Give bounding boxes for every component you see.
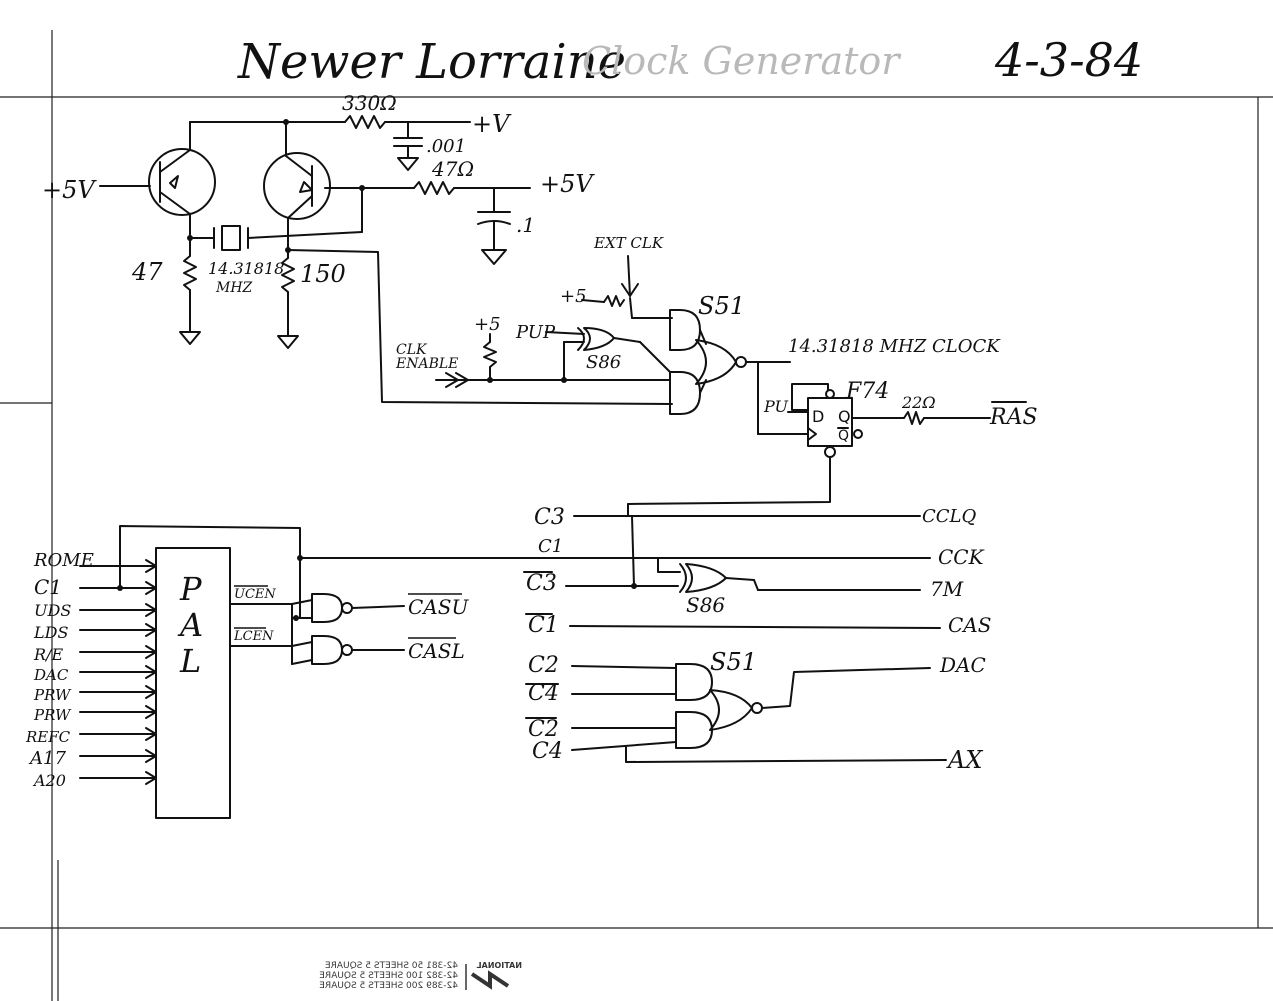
- gating-section: EXT CLK +5 S51 +5 CLK ENABLE PUP: [395, 234, 1001, 415]
- label-pup: PUP: [515, 322, 556, 343]
- label-cck: CCK: [938, 545, 985, 569]
- label-cap-bypass: .1: [516, 213, 535, 237]
- label-clk-enable-1: CLK: [396, 342, 428, 358]
- label-c1bar: C1: [528, 613, 559, 638]
- nor-gate-551-icon: [709, 689, 753, 731]
- and-gate-top-icon: [669, 309, 701, 351]
- nand-gate-casu-icon: [311, 593, 343, 623]
- paper-footer: 42-381 50 SHEETS 5 SQUARE 42-382 100 SHE…: [319, 961, 522, 991]
- transistor-right-icon: [263, 121, 331, 251]
- label-c3: C3: [534, 505, 565, 530]
- label-plus5-a: +5: [560, 286, 587, 307]
- footer-line-3: 42-389 200 SHEETS 5 SQUARE: [319, 981, 458, 991]
- label-ras: RAS: [989, 405, 1038, 430]
- pal-input-6: PRW: [33, 686, 72, 704]
- and-gate-bottom-icon: [669, 371, 701, 415]
- title-subtitle: Clock Generator: [582, 39, 902, 83]
- pal-letter-p: P: [179, 570, 202, 608]
- and-gate-551-top-icon: [675, 663, 713, 701]
- pal-letter-l: L: [179, 642, 201, 680]
- pal-input-0: ROME: [33, 550, 94, 571]
- title-date: 4-3-84: [994, 33, 1143, 87]
- pal-input-10: A20: [32, 771, 66, 790]
- label-ff-q: Q: [838, 407, 851, 426]
- oscillator-section: +5V 330Ω +V: [42, 91, 673, 405]
- label-7m: 7M: [930, 577, 964, 601]
- national-logo-icon: [470, 970, 510, 990]
- label-c2: C2: [528, 653, 559, 678]
- label-ucen: UCEN: [234, 587, 276, 602]
- label-crystal-unit: MHZ: [215, 280, 253, 296]
- clock-signals-section: C3 CCLQ C1 CCK C3 S86 7M C1 CAS C2 C4: [297, 503, 991, 774]
- label-plus5v-out: +5V: [540, 170, 595, 198]
- pal-box: [155, 547, 231, 819]
- label-ff-pu: PU: [763, 397, 788, 416]
- label-xor-586-top: S86: [586, 352, 621, 373]
- footer-brand: NATIONAL: [477, 961, 522, 970]
- label-ext-clk: EXT CLK: [593, 234, 664, 252]
- label-c4: C4: [532, 739, 563, 764]
- label-c4bar: C4: [528, 681, 559, 706]
- label-casl: CASL: [408, 639, 465, 663]
- pal-letter-a: A: [177, 606, 203, 644]
- label-xor-586-bottom: S86: [686, 593, 725, 617]
- xor-gate-pup-icon: [583, 327, 615, 351]
- label-ax: AX: [946, 746, 983, 774]
- label-r-mid: 47Ω: [431, 157, 474, 181]
- label-clk-enable-2: ENABLE: [395, 356, 458, 372]
- label-plus5-b: +5: [474, 314, 501, 335]
- label-cclq: CCLQ: [922, 506, 976, 527]
- pal-input-3: LDS: [33, 623, 68, 642]
- label-c2bar: C2: [528, 717, 559, 742]
- pal-input-labels: ROME C1 UDS LDS R/E DAC PRW PRW REFC A17…: [25, 550, 94, 790]
- nand-gate-casl-icon: [311, 635, 343, 665]
- label-crystal-freq: 14.31818: [208, 259, 284, 278]
- label-clock-out: 14.31818 MHZ CLOCK: [788, 336, 1001, 357]
- label-lcen: LCEN: [233, 629, 274, 644]
- pal-input-5: DAC: [33, 666, 69, 684]
- label-ff-qbar: Q: [838, 428, 849, 444]
- pal-input-7: PRW: [33, 706, 72, 724]
- label-gate-551-top: S51: [698, 292, 745, 320]
- pal-input-9: A17: [28, 748, 66, 769]
- xor-gate-7m-icon: [685, 563, 727, 593]
- label-ff-part: F74: [845, 379, 889, 404]
- label-cas: CAS: [948, 613, 991, 637]
- footer-line-1: 42-381 50 SHEETS 5 SQUARE: [325, 961, 458, 971]
- label-casu: CASU: [408, 595, 469, 619]
- transistor-left-icon: [148, 121, 216, 239]
- label-cap-top: .001: [426, 136, 466, 157]
- label-plus5v-in: +5V: [42, 176, 97, 204]
- pal-input-2: UDS: [34, 601, 71, 620]
- label-r-left: 47: [131, 258, 163, 286]
- title-name: Newer Lorraine: [237, 34, 626, 90]
- flipflop-section: D Q Q PU F74 22Ω RAS: [627, 361, 1038, 505]
- pal-input-4: R/E: [33, 645, 63, 664]
- label-r-right: 150: [300, 260, 346, 288]
- pal-input-1: C1: [34, 575, 62, 599]
- label-c3bar: C3: [526, 571, 557, 596]
- and-gate-551-bottom-icon: [675, 711, 713, 749]
- nor-gate-icon: [695, 339, 737, 385]
- label-plus-v: +V: [472, 110, 512, 138]
- pal-input-8: REFC: [25, 728, 71, 746]
- pal-section: P A L ROME C1 UDS LDS R/E DAC PRW PRW RE…: [25, 525, 469, 819]
- label-ff-d: D: [812, 407, 824, 426]
- label-gate-551-bottom: S51: [710, 648, 757, 676]
- label-r-top: 330Ω: [342, 91, 397, 115]
- pal-input-lines: [79, 559, 157, 785]
- label-dac: DAC: [939, 653, 986, 677]
- footer-line-2: 42-382 100 SHEETS 5 SQUARE: [319, 971, 458, 981]
- label-c1: C1: [538, 536, 563, 557]
- label-r-out: 22Ω: [901, 393, 936, 412]
- page-rules: [0, 30, 1273, 1001]
